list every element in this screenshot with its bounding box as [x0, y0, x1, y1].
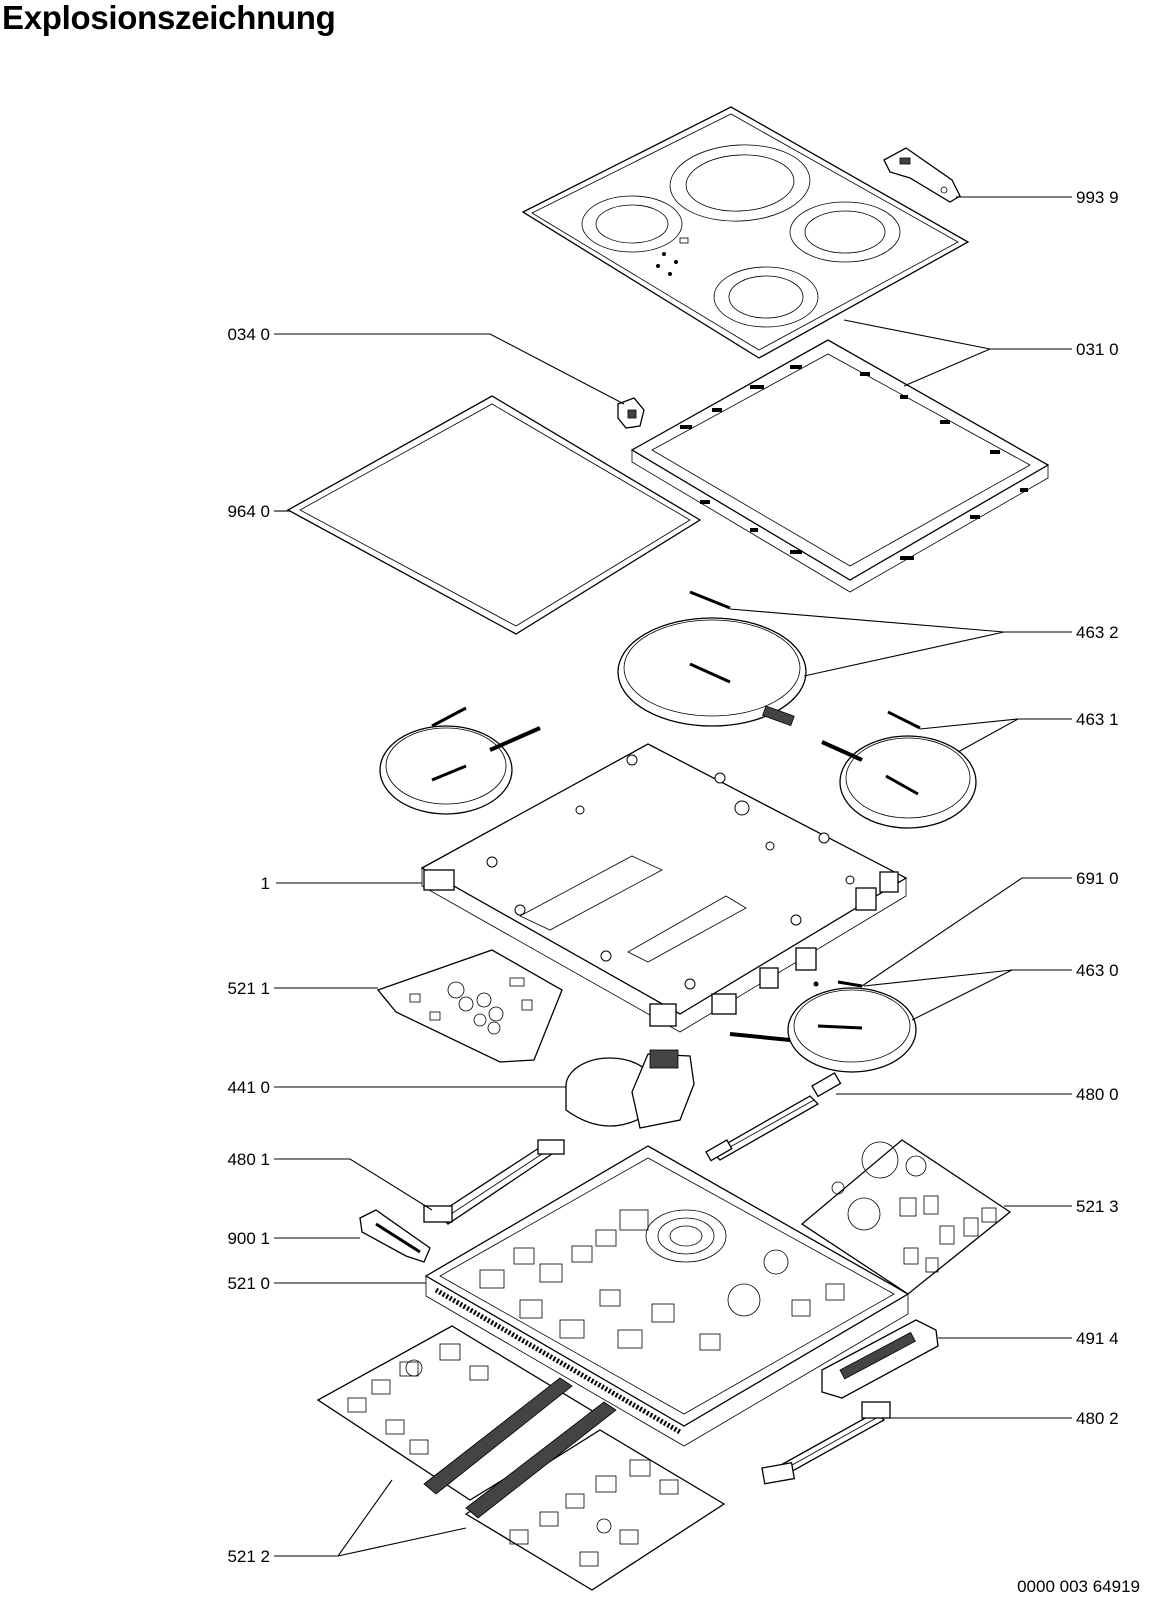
- callout-480-2: 480 2: [1076, 1409, 1119, 1428]
- drawing-number: 0000 003 64919: [1017, 1577, 1140, 1596]
- pcb-521-2-front: [464, 1401, 726, 1591]
- heating-element-left: [379, 706, 541, 815]
- callout-480-0: 480 0: [1076, 1085, 1119, 1104]
- heating-element-front: [729, 987, 917, 1073]
- callout-993-9: 993 9: [1076, 188, 1119, 207]
- ribbon-cable-480-1: [423, 1139, 565, 1225]
- part-034-0-clip: [617, 397, 645, 429]
- cover-491-4: [821, 1319, 939, 1399]
- pcb-521-3: [800, 1139, 1012, 1295]
- callout-031-0: 031 0: [1076, 340, 1119, 359]
- leader-lines: [274, 196, 1072, 1557]
- base-plate: [420, 743, 908, 1033]
- glass-ceramic-top: [521, 106, 970, 359]
- heating-element-right: [821, 710, 977, 829]
- callout-691-0: 691 0: [1076, 869, 1119, 888]
- callout-1: 1: [261, 874, 270, 893]
- callout-521-2: 521 2: [227, 1547, 270, 1566]
- callout-480-1: 480 1: [227, 1150, 270, 1169]
- gasket-seal: [286, 395, 702, 635]
- heating-element-large: [617, 617, 807, 727]
- sensor-463-2: [689, 590, 731, 610]
- pcb-521-1: [376, 949, 563, 1063]
- callout-521-0: 521 0: [227, 1274, 270, 1293]
- callout-441-0: 441 0: [227, 1078, 270, 1097]
- part-993-9-clip: [883, 147, 961, 203]
- cooktop-frame: [630, 339, 1050, 593]
- fan-441-0: [565, 1049, 695, 1129]
- ribbon-cable-480-0: [705, 1072, 842, 1162]
- callout-463-2: 463 2: [1076, 623, 1119, 642]
- housing-521-0: [424, 1145, 910, 1447]
- callout-521-1: 521 1: [227, 979, 270, 998]
- callout-463-1: 463 1: [1076, 710, 1119, 729]
- callout-034-0: 034 0: [227, 325, 270, 344]
- page-title: Explosionszeichnung: [2, 0, 336, 36]
- clip-900-1: [359, 1209, 431, 1263]
- callout-labels: 993 9 034 0 031 0 964 0 463 2 463 1 1 69…: [227, 188, 1140, 1596]
- callout-964-0: 964 0: [227, 502, 270, 521]
- callout-491-4: 491 4: [1076, 1329, 1119, 1348]
- ribbon-cable-480-2: [761, 1401, 891, 1485]
- sensor-691-0: [813, 980, 863, 988]
- callout-463-0: 463 0: [1076, 961, 1119, 980]
- callout-521-3: 521 3: [1076, 1197, 1119, 1216]
- callout-900-1: 900 1: [227, 1229, 270, 1248]
